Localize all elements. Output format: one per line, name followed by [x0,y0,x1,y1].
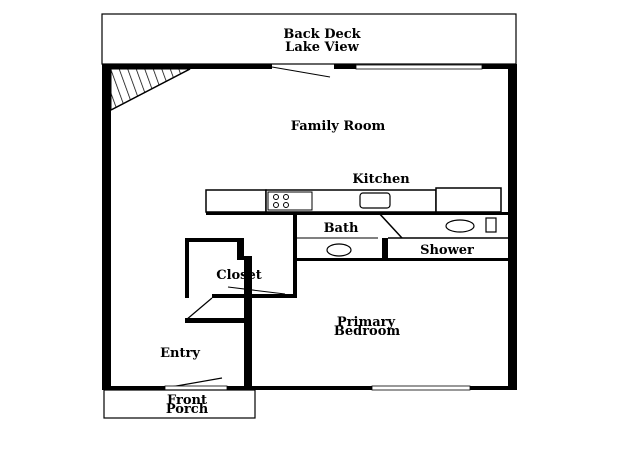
toilet [485,217,497,233]
front-porch-label-line1: Front [167,393,207,408]
kitchen-label: Kitchen [352,172,410,187]
wall-entry-partition [185,318,252,323]
wall-bath-shower-div [382,238,388,261]
family-room-label: Family Room [291,119,386,134]
kitchen-sink [359,192,391,209]
wall-top-left [102,64,272,69]
wall-top-mid [334,64,356,69]
wall-bottom-right [470,386,517,390]
back-deck [101,13,517,65]
primary-bedroom-label-line1: Primary [337,315,396,330]
stairs-rail [110,68,191,111]
back-deck-label-line1: Back Deck [283,27,361,42]
kitchen-counter-left [205,189,267,213]
bedroom-window [371,385,471,391]
burner [273,202,279,208]
burner [283,194,289,200]
wall-closet-top [185,238,241,242]
wall-closet-bottom [212,294,297,298]
wall-bath-bottom [297,258,508,261]
burner [283,202,289,208]
stove [267,191,313,211]
entry-label: Entry [160,346,200,361]
bath-tub [326,243,352,257]
wall-top-right [482,64,517,69]
wall-bath-left [293,215,297,298]
closet-door-leaf [227,286,286,295]
wall-right [508,64,517,390]
bath-door-leaf [377,211,403,239]
wall-closet-inner [237,238,244,260]
back-deck-label-line2: Lake View [285,40,359,55]
burner [273,194,279,200]
back-door-leaf [271,66,331,78]
back-window [355,64,483,70]
entry-door-leaf [185,297,213,321]
shower-label: Shower [420,243,474,258]
wall-left [102,64,111,390]
wall-closet-left [185,238,189,298]
wall-bath-top [206,212,508,215]
refrigerator [435,187,502,213]
bath-label: Bath [324,221,359,236]
front-door-opening [164,385,228,391]
bath-sink [445,219,475,233]
front-porch-label-line2: Porch [166,402,209,417]
primary-bedroom-label-line2: Bedroom [334,324,401,339]
closet-label: Closet [216,268,262,283]
front-porch [103,389,256,419]
wall-bottom-mid [257,386,372,390]
